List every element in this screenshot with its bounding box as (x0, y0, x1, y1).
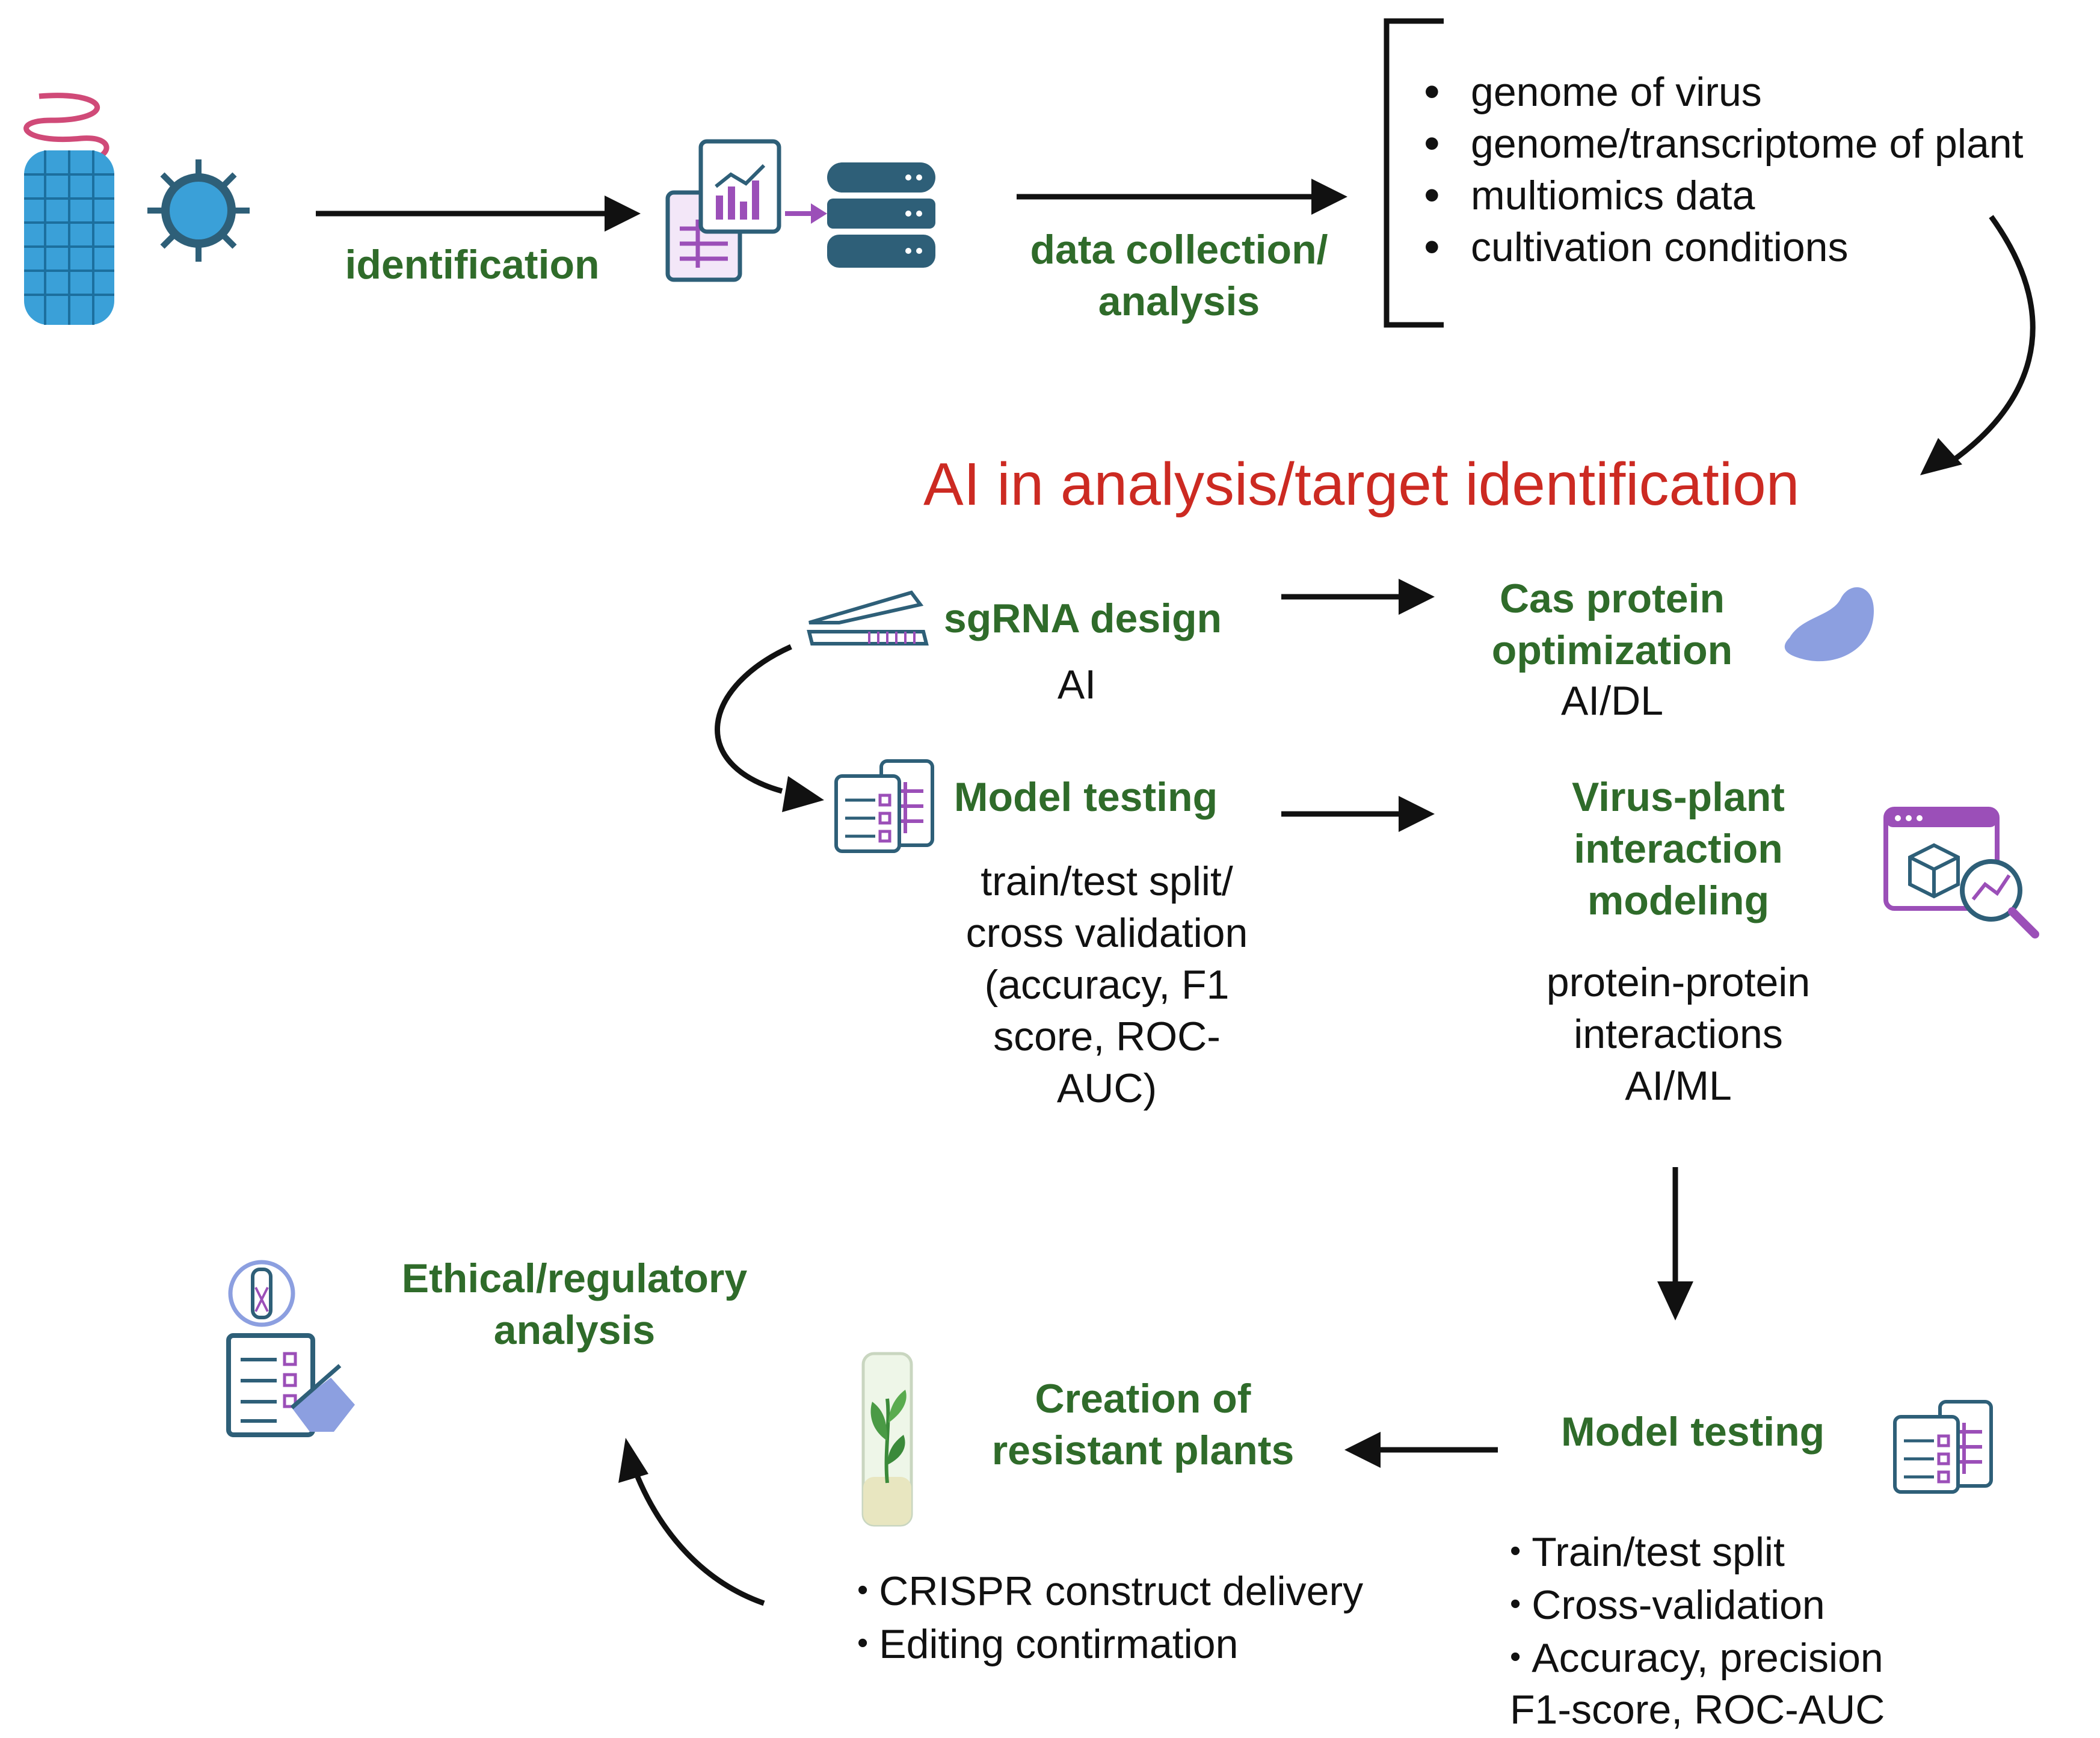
clipboard-checklist-icon (1893, 1400, 1993, 1494)
detail-line: interactions (1574, 1011, 1783, 1057)
sgrna-design-label: sgRNA design (943, 596, 1222, 641)
test-tube-plant-icon (861, 1352, 913, 1527)
data-list-bracket (1384, 18, 1444, 328)
data-collection-line-2: analysis (1098, 279, 1260, 324)
arrow-sgrna-to-cas (1281, 579, 1435, 615)
data-list: genome of virus genome/transcriptome of … (1424, 66, 2096, 273)
cas-protein-icon (1784, 587, 1874, 662)
arrow-model-testing-to-virus-plant (1281, 796, 1435, 832)
detail-line: AI/ML (1625, 1063, 1732, 1109)
detail-line: F1-score, ROC-AUC (1510, 1687, 1885, 1733)
detail-line: score, ROC- (993, 1014, 1221, 1059)
documents-chart-icon (665, 139, 781, 282)
virus-plant-line-1: Virus-plant (1572, 774, 1785, 820)
virus-plant-line-3: modeling (1587, 878, 1770, 923)
list-item: Cross-validation (1510, 1578, 2051, 1631)
virus-plant-label: Virus-plant interaction modeling (1516, 771, 1841, 926)
regulatory-checklist-icon (226, 1260, 355, 1437)
data-collection-label: data collection/ analysis (1011, 224, 1347, 327)
arrow-data-collection (1017, 179, 1347, 215)
arrow-model-testing-to-creation (1344, 1432, 1498, 1468)
database-icon (827, 162, 935, 268)
rod-virus-icon (23, 93, 114, 325)
model-testing-label: Model testing (953, 774, 1218, 820)
cas-protein-label: Cas protein optimization (1456, 573, 1769, 676)
transfer-arrow-icon (785, 203, 827, 224)
virus-plant-details: protein-protein interactions AI/ML (1498, 957, 1859, 1112)
sgrna-method: AI (1057, 662, 1097, 707)
ai-title: AI in analysis/target identification (923, 451, 1800, 518)
data-collection-line-1: data collection/ (1030, 227, 1328, 273)
creation-label: Creation of resistant plants (962, 1373, 1323, 1476)
model-testing-2-label: Model testing (1561, 1409, 1825, 1455)
ethical-label: Ethical/regulatory analysis (385, 1253, 764, 1356)
list-item: genome of virus (1424, 66, 2096, 118)
list-item: genome/transcriptome of plant (1424, 118, 2096, 170)
detail-line: cross validation (965, 910, 1248, 956)
list-item: Editing contirmation (857, 1617, 1447, 1670)
creation-line-2: resistant plants (991, 1428, 1295, 1473)
cas-method: AI/DL (1560, 678, 1664, 724)
clipboard-checklist-icon (834, 759, 934, 853)
list-item: CRISPR construct delivery (857, 1564, 1447, 1617)
list-item: multiomics data (1424, 170, 2096, 221)
arrow-sgrna-to-model-testing (715, 644, 824, 812)
detail-line: train/test split/ (981, 858, 1233, 904)
sgrna-icon (807, 590, 929, 646)
detail-line: (accuracy, F1 (984, 962, 1230, 1008)
list-item: Accuracy, precision (1510, 1631, 2051, 1684)
arrow-identification (316, 196, 641, 232)
detail-line: protein-protein (1546, 960, 1811, 1005)
creation-line-1: Creation of (1035, 1376, 1251, 1422)
list-item: Train/test split (1510, 1525, 2051, 1578)
cas-protein-line-2: optimization (1491, 627, 1733, 673)
creation-details: CRISPR construct delivery Editing contir… (857, 1564, 1447, 1670)
arrow-virus-plant-down (1657, 1167, 1693, 1320)
arrow-creation-to-ethical (618, 1438, 765, 1606)
ethical-line-1: Ethical/regulatory (401, 1256, 748, 1301)
cas-protein-line-1: Cas protein (1499, 576, 1725, 621)
spherical-virus-icon (147, 159, 250, 262)
detail-line: AUC) (1056, 1065, 1157, 1111)
virus-plant-line-2: interaction (1574, 826, 1783, 872)
ethical-line-2: analysis (493, 1307, 656, 1353)
identification-label: identification (345, 242, 600, 288)
model-testing-details: train/test split/ cross validation (accu… (926, 855, 1287, 1114)
list-item: cultivation conditions (1424, 221, 2096, 273)
browser-search-icon (1883, 807, 2039, 938)
model-testing-2-details: Train/test split Cross-validation Accura… (1510, 1525, 2051, 1736)
